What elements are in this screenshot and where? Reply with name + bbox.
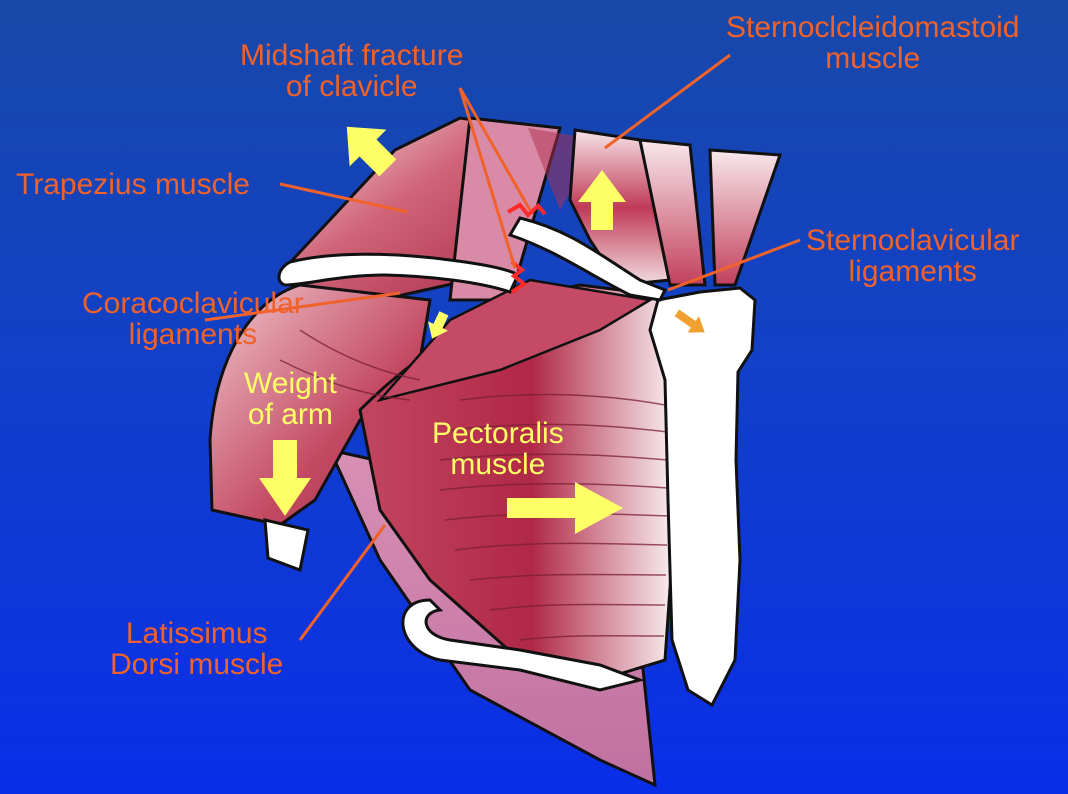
label-weight-of-arm: Weight of arm: [244, 368, 337, 430]
label-coracoclavicular: Coracoclavicular ligaments: [82, 288, 304, 350]
label-sternoclavicular: Sternoclavicular ligaments: [806, 225, 1019, 287]
label-sternocleidomastoid: Sternoclcleidomastoid muscle: [726, 12, 1019, 74]
label-sternoclavicular-line2: ligaments: [806, 256, 1019, 287]
label-latissimus-line2: Dorsi muscle: [110, 649, 283, 680]
label-latissimus-dorsi: Latissimus Dorsi muscle: [110, 618, 283, 680]
label-pectoralis: Pectoralis muscle: [432, 418, 564, 480]
label-latissimus-line1: Latissimus: [110, 618, 283, 649]
label-midshaft-line1: Midshaft fracture: [240, 40, 463, 71]
humerus-bone: [265, 520, 308, 570]
label-scm-line1: Sternoclcleidomastoid: [726, 12, 1019, 43]
label-sternoclavicular-line1: Sternoclavicular: [806, 225, 1019, 256]
label-weight-line2: of arm: [244, 399, 337, 430]
label-trapezius: Trapezius muscle: [16, 169, 250, 200]
label-weight-line1: Weight: [244, 368, 337, 399]
label-pectoralis-line2: muscle: [432, 449, 564, 480]
label-trapezius-text: Trapezius muscle: [16, 169, 250, 200]
label-coracoclavicular-line2: ligaments: [82, 319, 304, 350]
label-scm-line2: muscle: [726, 43, 1019, 74]
label-coracoclavicular-line1: Coracoclavicular: [82, 288, 304, 319]
neck-strap-muscle-2: [710, 150, 780, 285]
label-pectoralis-line1: Pectoralis: [432, 418, 564, 449]
label-midshaft-line2: of clavicle: [240, 71, 463, 102]
label-midshaft-fracture: Midshaft fracture of clavicle: [240, 40, 463, 102]
